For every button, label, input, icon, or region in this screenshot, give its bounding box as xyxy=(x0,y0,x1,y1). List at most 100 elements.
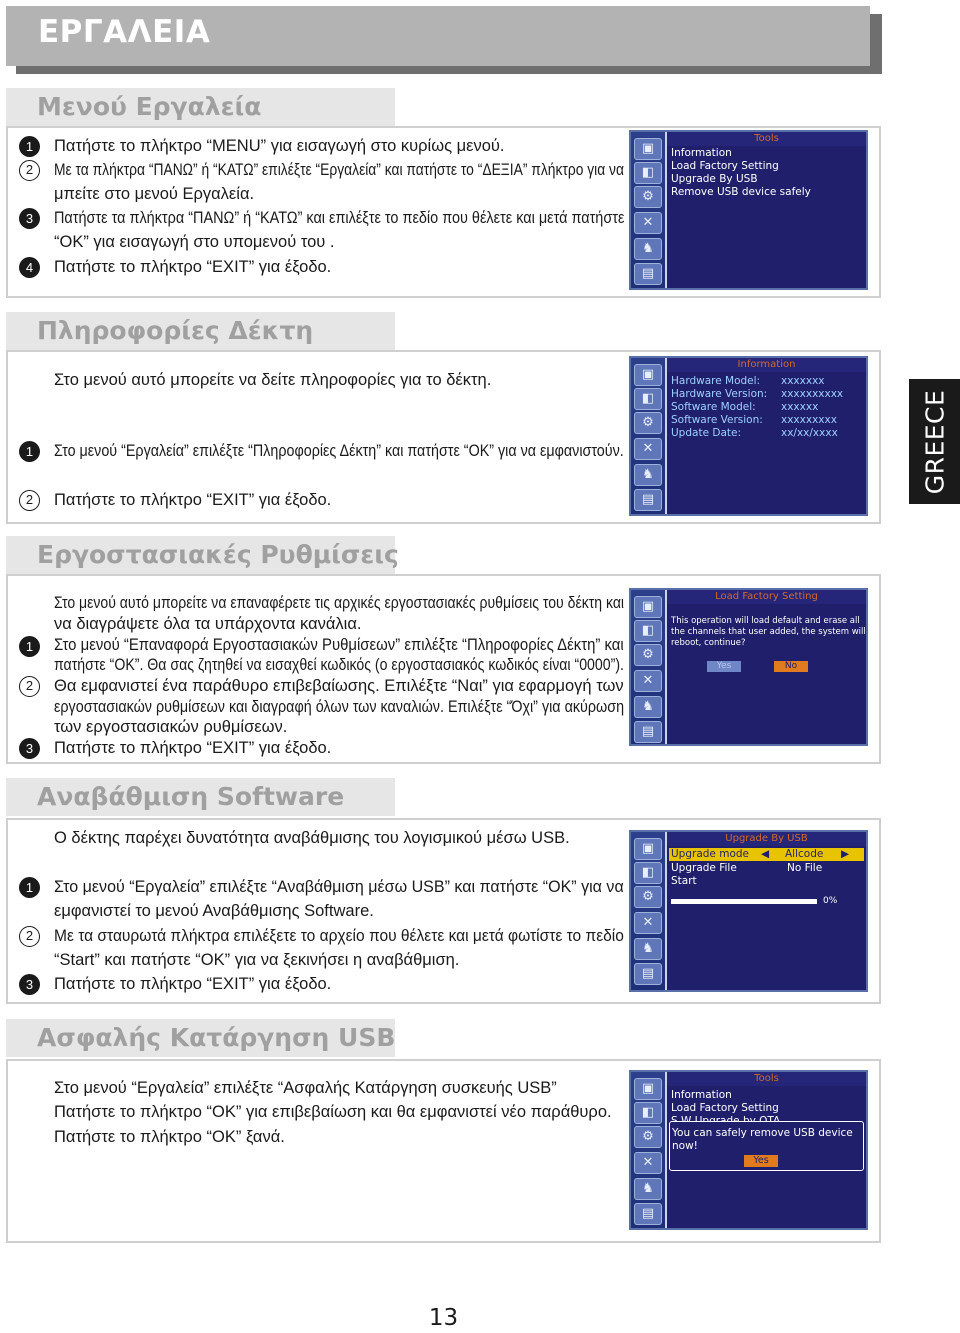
info-value: xx/xx/xxxx xyxy=(781,427,838,439)
tv-icon: ▣ xyxy=(634,1078,662,1100)
settings-icon: ⚙ xyxy=(634,412,662,434)
step-number: 2 xyxy=(19,490,40,511)
info-label: Update Date: xyxy=(671,427,741,439)
step-number: 3 xyxy=(19,738,40,759)
instruction-line: Στο μενού “Εργαλεία” επιλέξτε “Ασφαλής Κ… xyxy=(54,1079,557,1097)
chevron-left-icon[interactable]: ◀ xyxy=(761,848,770,860)
upgrade-usb-screen: ▣ ◧ ⚙ ✕ ♞ ▤ Upgrade By USB Upgrade mode … xyxy=(629,830,868,992)
progress-percent: 0% xyxy=(823,896,838,906)
information-screen: ▣ ◧ ⚙ ✕ ♞ ▤ Information Hardware Model: … xyxy=(629,356,868,516)
menu-icon-column: ▣ ◧ ⚙ ✕ ♞ ▤ xyxy=(631,832,665,990)
upgrade-mode-value: Allcode xyxy=(785,848,824,860)
instruction-line: Πατήστε τα πλήκτρα “ΠΑΝΩ” ή “ΚΑΤΩ” και ε… xyxy=(54,209,625,227)
info-label: Hardware Version: xyxy=(671,388,768,400)
tv-icon: ▣ xyxy=(634,596,662,618)
yes-button[interactable]: Yes xyxy=(744,1155,778,1167)
screen-body: Information Hardware Model: xxxxxxx Hard… xyxy=(667,358,866,514)
menu-item-ota: S.W Upgrade by OTA xyxy=(671,1115,781,1122)
game-icon: ♞ xyxy=(634,1178,662,1200)
game-icon: ♞ xyxy=(634,696,662,718)
menu-icon-column: ▣ ◧ ⚙ ✕ ♞ ▤ xyxy=(631,132,665,288)
settings-icon: ⚙ xyxy=(634,886,662,908)
menu-icon-column: ▣ ◧ ⚙ ✕ ♞ ▤ xyxy=(631,590,665,744)
screen-title: Tools xyxy=(667,1072,866,1086)
progress-bar-track xyxy=(671,899,817,904)
header-banner xyxy=(6,6,870,66)
picture-icon: ◧ xyxy=(634,388,662,410)
tools-icon: ✕ xyxy=(634,670,662,692)
popup-message: now! xyxy=(672,1140,698,1152)
step-number: 1 xyxy=(19,877,40,898)
instruction-line: Πατήστε το πλήκτρο “OK” ξανά. xyxy=(54,1128,285,1146)
info-label: Hardware Model: xyxy=(671,375,761,387)
menu-icon-column: ▣ ◧ ⚙ ✕ ♞ ▤ xyxy=(631,1072,665,1228)
no-button[interactable]: No xyxy=(774,661,808,672)
tools-icon: ✕ xyxy=(634,912,662,934)
media-icon: ▤ xyxy=(634,1203,662,1225)
section-heading-info: Πληροφορίες Δέκτη xyxy=(6,312,395,350)
instruction-line: “Start” και πατήστε “OK” για να ξεκινήσε… xyxy=(54,951,460,969)
step-number: 1 xyxy=(19,636,40,657)
instruction-line: εργοστασιακών ρυθμίσεων και διαγραφή όλω… xyxy=(54,698,625,716)
intro-text: Στο μενού αυτό μπορείτε να δείτε πληροφο… xyxy=(54,371,492,389)
instruction-line: Με τα πλήκτρα “ΠΑΝΩ” ή “ΚΑΤΩ” επιλέξτε “… xyxy=(54,161,624,179)
info-value: xxxxxx xyxy=(781,401,819,413)
instruction-line: Στο μενού “Εργαλεία” επιλέξτε “Πληροφορί… xyxy=(54,442,624,460)
usb-removed-popup: You can safely remove USB device now! Ye… xyxy=(669,1121,864,1171)
picture-icon: ◧ xyxy=(634,620,662,642)
instruction-line: Θα εμφανιστεί ένα παράθυρο επιβεβαίωσης.… xyxy=(54,677,624,695)
instruction-line: Στο μενού “Εργαλεία” επιλέξτε “Αναβάθμισ… xyxy=(54,878,624,896)
screen-title: Load Factory Setting xyxy=(667,590,866,604)
chevron-right-icon[interactable]: ▶ xyxy=(841,848,850,860)
factory-setting-screen: ▣ ◧ ⚙ ✕ ♞ ▤ Load Factory Setting This op… xyxy=(629,588,868,746)
screen-body: Upgrade By USB Upgrade mode ◀ Allcode ▶ … xyxy=(667,832,866,990)
instruction-line: Με τα σταυρωτά πλήκτρα επιλέξετε το αρχε… xyxy=(54,927,624,945)
instruction-line: των εργοστασιακών ρυθμίσεων. xyxy=(54,718,288,736)
popup-message: You can safely remove USB device xyxy=(672,1127,853,1139)
picture-icon: ◧ xyxy=(634,862,662,884)
settings-icon: ⚙ xyxy=(634,644,662,666)
media-icon: ▤ xyxy=(634,489,662,511)
page-title: ΕΡΓΑΛΕΙΑ xyxy=(38,14,211,50)
menu-item-remove-usb: Remove USB device safely xyxy=(671,186,811,198)
step-number: 3 xyxy=(19,974,40,995)
dialog-message: reboot, continue? xyxy=(671,638,746,648)
tv-icon: ▣ xyxy=(634,138,662,160)
section-heading-factory: Εργοστασιακές Ρυθμίσεις xyxy=(6,536,399,574)
upgrade-mode-label: Upgrade mode xyxy=(671,848,750,860)
info-label: Software Version: xyxy=(671,414,763,426)
media-icon: ▤ xyxy=(634,263,662,285)
section-heading-usb-remove: Ασφαλής Κατάργηση USB xyxy=(6,1019,395,1057)
media-icon: ▤ xyxy=(634,963,662,985)
step-number: 4 xyxy=(19,257,40,278)
instruction-line: Πατήστε το πλήκτρο “OK” για επιβεβαίωση … xyxy=(54,1103,612,1121)
remove-usb-screen: ▣ ◧ ⚙ ✕ ♞ ▤ Tools Information Load Facto… xyxy=(629,1070,868,1230)
game-icon: ♞ xyxy=(634,238,662,260)
instruction-line: “OK” για εισαγωγή στο υπομενού του . xyxy=(54,233,335,251)
start-item[interactable]: Start xyxy=(671,875,697,887)
yes-button[interactable]: Yes xyxy=(707,661,741,672)
instruction-line: μπείτε στο μενού Εργαλεία. xyxy=(54,185,255,203)
section-heading-upgrade: Αναβάθμιση Software xyxy=(6,778,395,816)
step-number: 1 xyxy=(19,136,40,157)
screen-title: Information xyxy=(667,358,866,372)
instruction-line: πατήστε “ΟΚ”. Θα σας ζητηθεί να εισαχθεί… xyxy=(54,656,624,674)
game-icon: ♞ xyxy=(634,464,662,486)
menu-item-information: Information xyxy=(671,1089,732,1101)
step-number: 2 xyxy=(19,160,40,181)
step-number: 3 xyxy=(19,208,40,229)
upgrade-mode-row[interactable]: Upgrade mode ◀ Allcode ▶ xyxy=(669,848,864,861)
media-icon: ▤ xyxy=(634,721,662,743)
step-number: 2 xyxy=(19,926,40,947)
info-value: xxxxxxxxxx xyxy=(781,388,844,400)
instruction-line: εμφανιστεί το μενού Αναβάθμισης Software… xyxy=(54,902,374,920)
upgrade-file-label[interactable]: Upgrade File xyxy=(671,862,737,874)
settings-icon: ⚙ xyxy=(634,1126,662,1148)
instruction-line: Πατήστε το πλήκτρο “EXIT” για έξοδο. xyxy=(54,491,332,509)
info-value: xxxxxxx xyxy=(781,375,825,387)
info-value: xxxxxxxxx xyxy=(781,414,837,426)
page-number: 13 xyxy=(428,1305,459,1331)
picture-icon: ◧ xyxy=(634,1102,662,1124)
section-heading-tools: Μενού Εργαλεία xyxy=(6,88,395,126)
menu-item-load-factory: Load Factory Setting xyxy=(671,1102,779,1114)
